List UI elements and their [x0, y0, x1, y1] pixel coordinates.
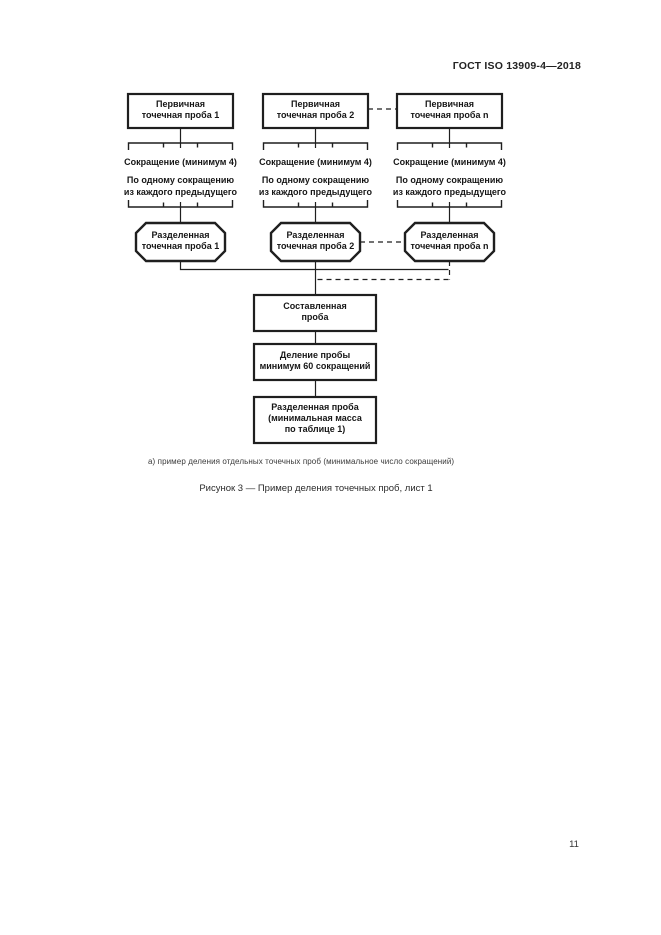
divided-sample-final-box — [252, 395, 378, 445]
primary-sample-box-n — [395, 92, 504, 130]
divided-sample-octagon-n — [403, 221, 496, 263]
divided-sample-octagon-2 — [269, 221, 362, 263]
divided-sample-label-2: Разделенная точечная проба 2 — [276, 230, 355, 251]
composite-sample-label: Составленная проба — [283, 301, 347, 322]
reduction-label-n: Сокращение (минимум 4) — [393, 157, 506, 167]
divided-sample-label-1: Разделенная точечная проба 1 — [141, 230, 220, 251]
primary-sample-box-1 — [126, 92, 235, 130]
collector-line-dashed — [315, 261, 451, 281]
divided-sample-label-n: Разделенная точечная проба n — [410, 230, 489, 251]
division-step-label: Деление пробы минимум 60 сокращений — [259, 350, 371, 371]
reduction-label-1: Сокращение (минимум 4) — [124, 157, 237, 167]
reduction-bracket-top-n — [396, 142, 503, 150]
primary-sample-label-2: Первичная точечная проба 2 — [276, 99, 355, 120]
divided-sample-octagon-1 — [134, 221, 227, 263]
standard-designation: ГОСТ ISO 13909-4—2018 — [452, 60, 581, 72]
figure-caption: Рисунок 3 — Пример деления точечных проб… — [199, 483, 433, 494]
reduction-note-n: По одному сокращению из каждого предыдущ… — [392, 175, 507, 197]
footnote-a: а) пример деления отдельных точечных про… — [148, 457, 455, 466]
division-step-box — [252, 342, 378, 382]
reduction-bracket-top-1 — [127, 142, 234, 150]
divided-sample-final-label: Разделенная проба (минимальная масса по … — [268, 402, 362, 434]
page-number: 11 — [569, 839, 579, 850]
reduction-label-2: Сокращение (минимум 4) — [259, 157, 372, 167]
primary-sample-label-n: Первичная точечная проба n — [410, 99, 489, 120]
sample-division-flowchart — [126, 92, 504, 445]
primary-sample-label-1: Первичная точечная проба 1 — [141, 99, 220, 120]
reduction-bracket-top-2 — [262, 142, 369, 150]
reduction-note-1: По одному сокращению из каждого предыдущ… — [123, 175, 238, 197]
reduction-note-2: По одному сокращению из каждого предыдущ… — [258, 175, 373, 197]
collector-line-solid — [179, 261, 449, 271]
